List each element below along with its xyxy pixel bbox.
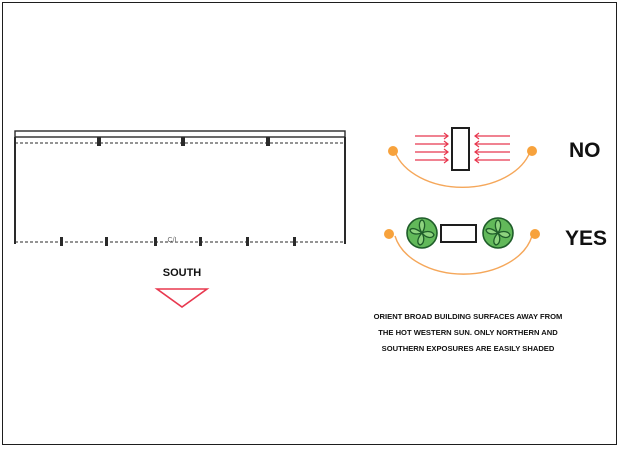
south-posts — [60, 237, 296, 246]
heat-arrows-right — [474, 132, 510, 164]
building-icon-no — [451, 127, 470, 171]
centerline-label: C/L — [167, 237, 179, 244]
sun-icon-east-yes — [384, 229, 394, 239]
sun-icon-west-no — [527, 146, 537, 156]
south-arrow — [154, 288, 210, 308]
caption-line-3: SOUTHERN EXPOSURES ARE EASILY SHADED — [381, 344, 555, 353]
heat-arrows-left — [415, 132, 449, 164]
building-icon-yes — [440, 224, 477, 243]
figure-frame — [2, 2, 617, 445]
tree-icon-west — [406, 217, 438, 249]
caption-line-1: ORIENT BROAD BUILDING SURFACES AWAY FROM — [373, 312, 563, 321]
yes-label: YES — [565, 227, 608, 250]
caption-line-2: THE HOT WESTERN SUN. ONLY NORTHERN AND — [378, 328, 558, 337]
tree-icon-east — [482, 217, 514, 249]
building-plan — [14, 130, 346, 246]
south-label: SOUTH — [162, 267, 202, 279]
caption-text: ORIENT BROAD BUILDING SURFACES AWAY FROM… — [318, 309, 618, 357]
sun-icon-west-yes — [530, 229, 540, 239]
north-posts — [97, 137, 270, 146]
option-yes — [384, 217, 540, 275]
no-label: NO — [569, 139, 601, 162]
sun-icon-east-no — [388, 146, 398, 156]
roof-strip — [14, 130, 346, 138]
sun-path-arc-no — [394, 151, 531, 188]
sun-path-arc-yes — [394, 235, 533, 275]
option-no — [388, 127, 537, 188]
